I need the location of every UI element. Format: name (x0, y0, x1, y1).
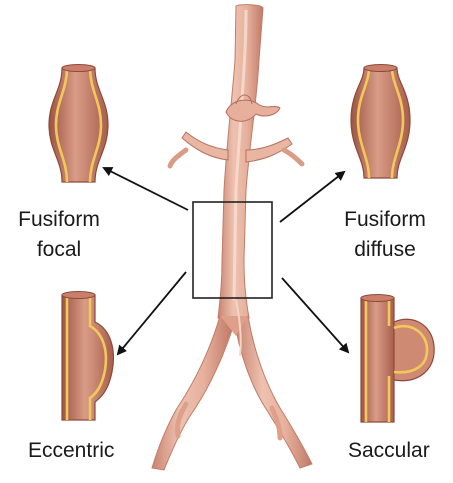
arrow-to-fusiform-focal (104, 168, 188, 210)
arrow-to-saccular (282, 278, 348, 352)
vessel-fusiform-focal-icon (49, 65, 108, 183)
label-eccentric: Eccentric (28, 436, 148, 466)
arrow-to-eccentric (118, 272, 186, 354)
label-fusiform-focal: Fusiform focal (4, 205, 114, 265)
label-fusiform-diffuse: Fusiform diffuse (330, 205, 440, 265)
label-saccular: Saccular (348, 436, 453, 466)
vessel-fusiform-diffuse-icon (351, 65, 410, 179)
vessel-saccular-icon (361, 295, 434, 423)
vessel-eccentric-icon (62, 292, 113, 421)
aorta-illustration (152, 5, 312, 470)
